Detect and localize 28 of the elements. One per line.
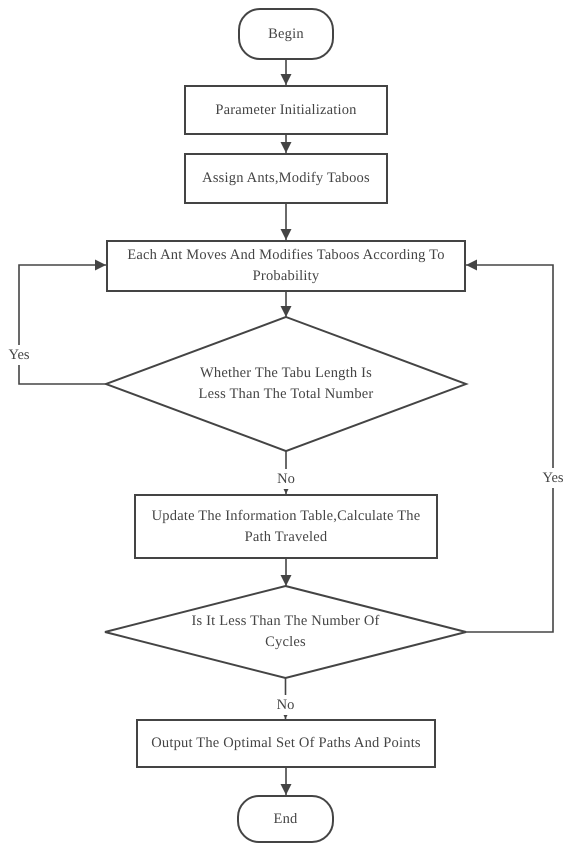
edge-label: No: [277, 468, 295, 488]
process-box: [136, 719, 436, 768]
terminal-box: [237, 795, 334, 843]
arrow: [280, 559, 292, 586]
node-text: Is It Less Than The Number Of Cycles: [190, 612, 381, 652]
arrow: [280, 292, 292, 317]
terminal-box: [238, 8, 334, 60]
node-text: Update The Information Table,Calculate The Path Traveled: [150, 506, 422, 546]
arrow: [466, 260, 554, 633]
arrow: [280, 135, 292, 153]
arrow: [18, 260, 106, 385]
arrow: [280, 768, 292, 795]
node-text: Each Ant Moves And Modifies Taboos According To Probability: [126, 246, 446, 286]
node-text: Whether The Tabu Length Is Less Than The Total Number: [198, 364, 374, 404]
node-text: Assign Ants,Modify Taboos: [202, 169, 370, 188]
node-text: Begin: [268, 24, 304, 44]
process-box: [184, 153, 388, 204]
process-box: [106, 240, 466, 292]
edge-label: No: [276, 694, 294, 714]
node-text: Output The Optimal Set Of Paths And Points: [151, 734, 421, 753]
arrow: [280, 204, 292, 240]
process-box: [184, 85, 388, 135]
edge-label: Yes: [542, 468, 564, 488]
node-text: Parameter Initialization: [215, 100, 357, 120]
node-text: End: [274, 810, 298, 828]
edge-label: Yes: [8, 345, 30, 366]
process-box: [134, 494, 438, 559]
arrow: [280, 60, 292, 85]
